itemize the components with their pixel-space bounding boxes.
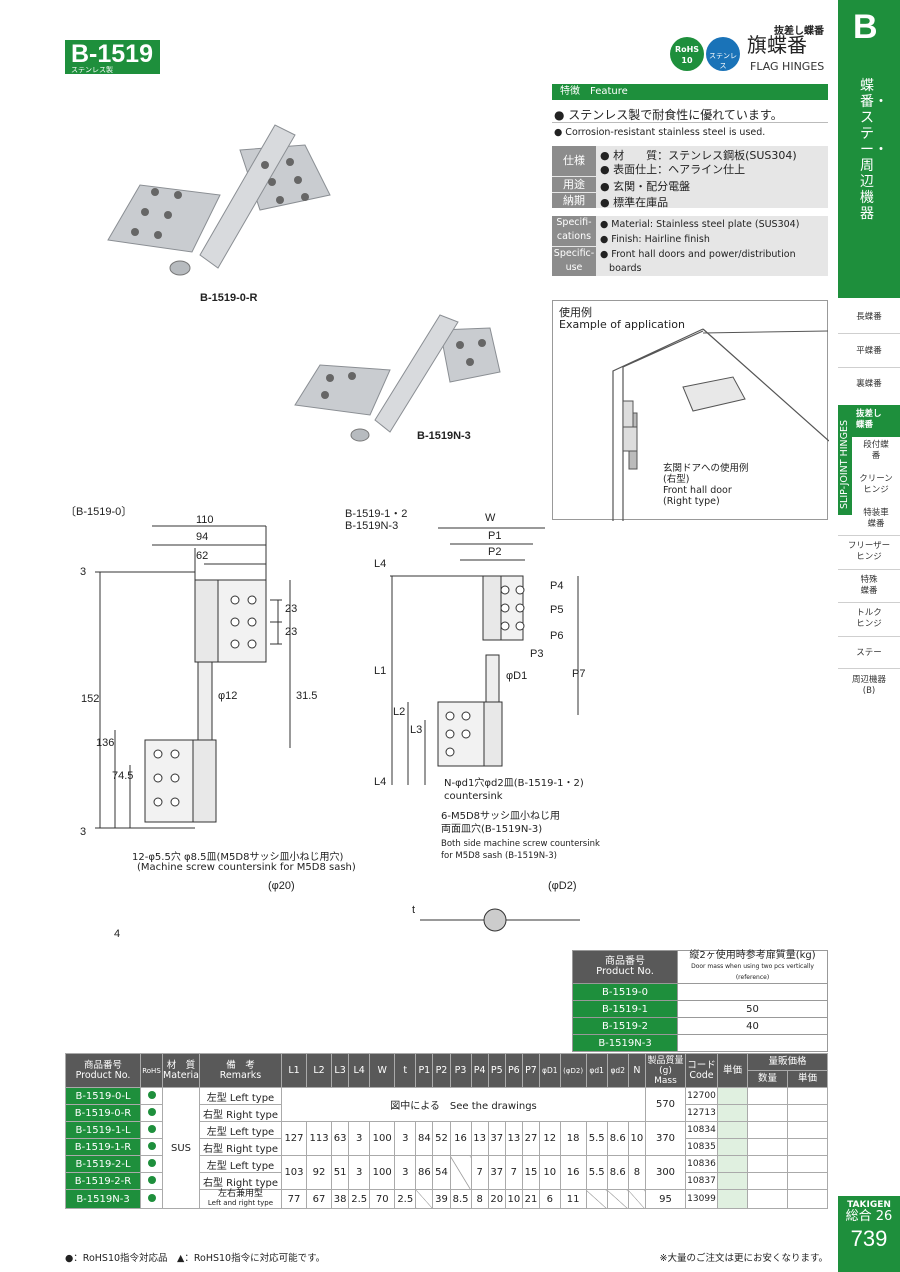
drawing2-side [420,908,580,932]
spec-en-block: Specifi-cations ● Material: Stainless st… [552,216,828,276]
sidebar-item-freezer-hinge[interactable]: フリーザーヒンジ [847,541,891,562]
page-title: 旗蝶番 [747,33,807,57]
sidebar-item-step-hinge[interactable]: 段付蝶番 [863,440,889,461]
sidebar-item-clean-hinge[interactable]: クリーンヒンジ [859,474,893,495]
sidebar-item-peripherals[interactable]: 周辺機器(B) [851,675,886,696]
sidebar-item-back-hinge[interactable]: 裏蝶番 [856,379,882,389]
feature-jp: ● ステンレス製で耐食性に優れています。 [554,108,783,122]
sidebar-item-long-hinge[interactable]: 長蝶番 [856,312,882,322]
door-illustration [612,328,829,521]
stainless-icon: ステンレス [706,37,740,71]
product-code-sub: ステンレス製 [71,66,113,74]
table-row: B-1519N-3 [572,1034,828,1052]
hinge-photo-2 [294,314,501,442]
section-name: 蝶番・ステー・周辺機器 [860,78,888,222]
drawing2-note: N-φd1穴φd2皿(B-1519-1・2)countersink [444,778,584,802]
drawing1-title: 〔B-1519-0〕 [65,506,133,518]
page-number-block: TAKIGEN 総合 26 739 [838,1196,900,1272]
brand-name: TAKIGEN [847,1200,891,1210]
sidebar-item-vehicle-hinge[interactable]: 特装車蝶番 [863,508,889,529]
sidebar-item-torque-hinge[interactable]: トルクヒンジ [856,608,882,629]
photo-caption-1: B-1519-0-R [200,292,258,304]
section-bar: B 蝶番・ステー・周辺機器 [838,0,900,298]
feature-bar: 特徴 Feature [552,84,828,100]
hinge-photo-1 [107,124,331,276]
photo-caption-2: B-1519N-3 [417,430,471,442]
feature-en: ● Corrosion-resistant stainless steel is… [554,127,766,138]
drawing1 [95,525,291,829]
page-number: 739 [850,1226,888,1251]
sidebar-item-stay[interactable]: ステー [856,648,882,658]
spec-key: 用途 [552,177,596,192]
spec-jp-block: 仕様 ● 材 質：ステンレス鋼板(SUS304) ● 表面仕上：ヘアライン仕上 … [552,146,828,209]
table-row: B-1519-0 [572,983,828,1001]
drawing2 [390,527,579,785]
spec-key: 納期 [552,193,596,208]
section-letter: B [853,8,878,46]
sidebar-item-flat-hinge[interactable]: 平蝶番 [856,346,882,356]
footer-note: ※大量のご注文は更にお安くなります。 [659,1253,828,1264]
footer-legend: ●：RoHS10指令対応品 ▲：RoHS10指令に対応可能です。 [65,1253,326,1264]
drawing1-note: 12-φ5.5穴 φ8.5皿(M5D8サッシ皿小ねじ用穴) [132,852,344,863]
slip-joint-tab: SLIP-JOINT HINGES [838,405,852,515]
sidebar-item-special-hinge[interactable]: 特殊蝶番 [860,575,878,596]
product-code-badge: B-1519 ステンレス製 [65,40,160,74]
category-jp: 抜差し蝶番 [774,26,824,37]
catalog-number: 総合 26 [845,1209,893,1224]
spec-key: 仕様 [552,146,596,176]
product-code: B-1519 [71,40,153,68]
page-title-en: FLAG HINGES [750,60,825,73]
